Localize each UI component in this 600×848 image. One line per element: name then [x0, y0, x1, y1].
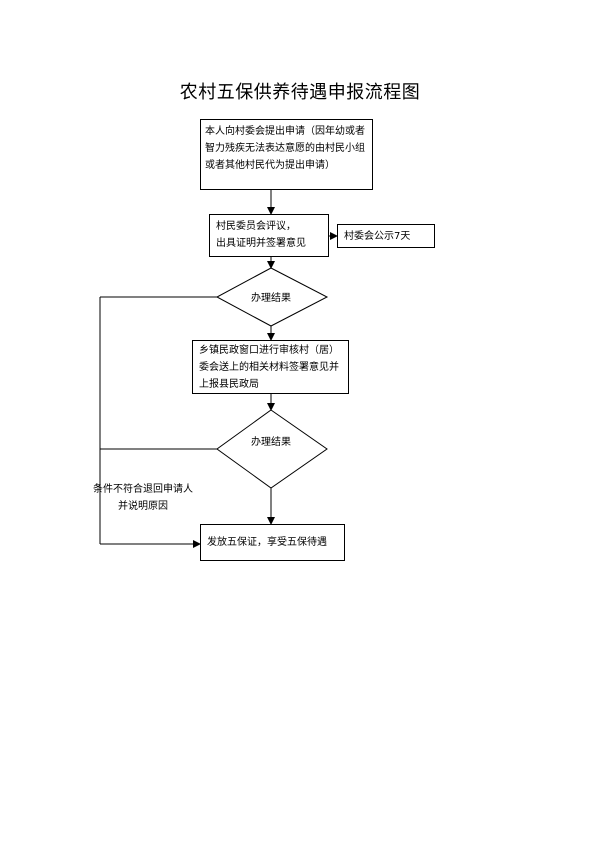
step-discuss-box: 村民委员会评议， 出具证明并签署意见 — [209, 214, 329, 257]
step-issue-box: 发放五保证，享受五保待遇 — [200, 524, 345, 561]
reject-label: 条件不符合退回申请人 并说明原因 — [78, 481, 208, 515]
step-publicity-text: 村委会公示7天 — [344, 231, 411, 242]
step-issue-text: 发放五保证，享受五保待遇 — [207, 537, 327, 548]
step-review-box: 乡镇民政窗口进行审核村（居）委会送上的相关材料签署意见并上报县民政局 — [192, 340, 349, 394]
decision-label-1: 办理结果 — [251, 293, 291, 304]
step-discuss-line2: 出具证明并签署意见 — [216, 238, 306, 249]
step-apply-text: 本人向村委会提出申请（因年幼或者智力残疾无法表达意愿的由村民小组或者其他村民代为… — [205, 126, 365, 171]
reject-label-line2: 并说明原因 — [118, 501, 168, 512]
step-publicity-box: 村委会公示7天 — [337, 224, 435, 248]
decision-diamond-2 — [216, 409, 328, 489]
step-review-text: 乡镇民政窗口进行审核村（居）委会送上的相关材料签署意见并上报县民政局 — [199, 345, 339, 390]
step-apply-box: 本人向村委会提出申请（因年幼或者智力残疾无法表达意愿的由村民小组或者其他村民代为… — [200, 119, 373, 190]
step-discuss-line1: 村民委员会评议， — [216, 221, 296, 232]
page-title: 农村五保供养待遇申报流程图 — [179, 82, 421, 103]
reject-label-line1: 条件不符合退回申请人 — [93, 484, 193, 495]
decision-label-2: 办理结果 — [251, 437, 291, 448]
